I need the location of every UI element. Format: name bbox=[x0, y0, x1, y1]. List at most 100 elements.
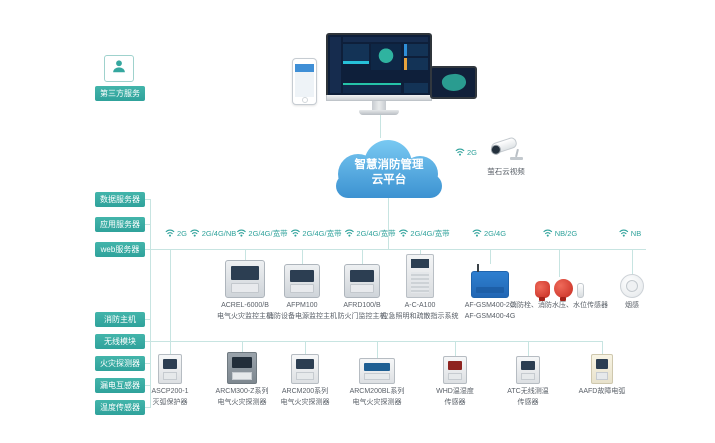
temp-humidity-sensor-icon bbox=[412, 346, 498, 384]
device-desc: 应急照明和疏散指示系统 bbox=[381, 312, 459, 320]
device-model: AFRD100/B bbox=[343, 302, 381, 309]
device-node-aafd: AAFD故障电弧 bbox=[559, 346, 645, 398]
device-illustration bbox=[227, 352, 257, 384]
connection-label: NB bbox=[619, 228, 641, 239]
monitor-stand bbox=[372, 101, 386, 110]
connection-label: 2G/4G/宽带 bbox=[398, 228, 450, 239]
wifi-signal-icon bbox=[455, 147, 465, 158]
cloud-shape bbox=[336, 140, 442, 198]
connection-label: 2G/4G/宽带 bbox=[290, 228, 342, 239]
device-desc: 电气火灾探测器 bbox=[280, 398, 330, 406]
device-node-aca100: A-C-A100 应急照明和疏散指示系统 bbox=[377, 252, 463, 322]
device-illustration bbox=[291, 354, 319, 384]
connection-label-text: NB/2G bbox=[554, 229, 578, 238]
dashboard-widget bbox=[404, 58, 428, 70]
camera-base bbox=[510, 157, 523, 160]
connector-line bbox=[145, 319, 150, 320]
smoke-detector-icon bbox=[589, 252, 675, 298]
device-desc: 烟感 bbox=[625, 302, 639, 309]
connection-label: 2G/4G/NB bbox=[190, 228, 237, 239]
phone-screen bbox=[295, 64, 314, 72]
device-node-smoke: 烟感 bbox=[589, 252, 675, 312]
device-model: A-C-A100 bbox=[404, 302, 436, 309]
device-node-afrd100: AFRD100/B 防火门监控主机 bbox=[319, 252, 405, 322]
monitor-screen bbox=[326, 33, 432, 95]
gsm-gateway-icon bbox=[447, 252, 533, 298]
connector-line bbox=[377, 341, 378, 358]
connection-label: 2G bbox=[165, 228, 187, 239]
connector-line bbox=[150, 199, 151, 408]
device-node-ascp200: ASCP200-1 灭弧保护器 bbox=[127, 346, 213, 408]
connector-line bbox=[528, 341, 529, 356]
label-wireless-module: 无线模块 bbox=[95, 334, 145, 349]
connector-line bbox=[490, 249, 491, 264]
device-node-afpm100: AFPM100 消防设备电源监控主机 bbox=[259, 252, 345, 322]
connection-label: 2G/4G/宽带 bbox=[236, 228, 288, 239]
wireless-temp-sensor-icon bbox=[485, 346, 571, 384]
hydrant-icon bbox=[534, 281, 550, 298]
device-desc: 电气火灾监控主机 bbox=[217, 312, 273, 320]
device-model: ARCM200系列 bbox=[281, 388, 329, 395]
bus-line-upper bbox=[150, 249, 646, 250]
device-node-atc: ATC无线测温 传感器 bbox=[485, 346, 571, 408]
device-illustration bbox=[344, 264, 380, 298]
device-illustration bbox=[158, 354, 182, 384]
connection-label-text: 2G/4G/宽带 bbox=[302, 229, 342, 238]
device-desc: 消防设备电源监控主机 bbox=[267, 312, 337, 320]
water-level-sensor-icon bbox=[576, 283, 584, 298]
connector-line bbox=[380, 114, 381, 138]
connection-label: 2G/4G/宽带 bbox=[344, 228, 396, 239]
connection-label: NB/2G bbox=[543, 228, 578, 239]
device-model: ARCM200BL系列 bbox=[349, 388, 405, 395]
connection-label-text: 2G bbox=[176, 229, 188, 238]
camera-connection-label: 2G bbox=[455, 147, 477, 158]
connector-line bbox=[455, 341, 456, 356]
cctv-camera-icon bbox=[484, 134, 526, 164]
cloud-platform: 智慧消防管理 云平台 bbox=[322, 136, 456, 200]
fire-door-host-icon bbox=[319, 252, 405, 298]
device-node-arcm300z: ARCM300-Z系列 电气火灾探测器 bbox=[199, 346, 285, 408]
connection-label-text: 2G/4G/NB bbox=[201, 229, 237, 238]
connector-line bbox=[420, 249, 421, 255]
label-third-party-service: 第三方服务 bbox=[95, 86, 145, 101]
connection-label: 2G/4G bbox=[472, 228, 506, 239]
fire-hydrant-sensors-icon bbox=[516, 252, 602, 298]
connector-line bbox=[305, 341, 306, 354]
label-web-server: web服务器 bbox=[95, 242, 145, 257]
connector-line bbox=[245, 249, 246, 260]
cloud-title: 智慧消防管理 云平台 bbox=[322, 136, 456, 200]
device-desc: 传感器 bbox=[444, 398, 466, 406]
device-desc: 防火门监控主机 bbox=[337, 312, 387, 320]
wifi-signal-icon bbox=[165, 228, 175, 239]
dashboard-widget bbox=[404, 44, 428, 56]
person-icon bbox=[110, 57, 128, 80]
device-model: ARCM300-Z系列 bbox=[215, 388, 269, 395]
wifi-signal-icon bbox=[472, 228, 482, 239]
device-desc: AF-GSM400-4G bbox=[464, 312, 516, 320]
label-data-server: 数据服务器 bbox=[95, 192, 145, 207]
device-node-acrel6000: ACREL-6000/B 电气火灾监控主机 bbox=[202, 252, 288, 322]
electrical-fire-detector-icon bbox=[262, 346, 348, 384]
device-model: ACREL-6000/B bbox=[221, 302, 269, 309]
connector-line bbox=[145, 224, 150, 225]
bus-line-lower bbox=[150, 341, 602, 342]
device-node-gsm400: AF-GSM400-2G AF-GSM400-4G bbox=[447, 252, 533, 322]
cloud-title-line1: 智慧消防管理 bbox=[354, 159, 424, 172]
device-node-arcm200: ARCM200系列 电气火灾探测器 bbox=[262, 346, 348, 408]
device-illustration bbox=[443, 356, 467, 384]
wifi-signal-icon bbox=[344, 228, 354, 239]
tablet-icon bbox=[430, 66, 477, 99]
emergency-lighting-cabinet-icon bbox=[377, 252, 463, 298]
device-illustration bbox=[534, 278, 584, 298]
device-illustration bbox=[406, 254, 434, 298]
pressure-gauge-icon bbox=[553, 279, 573, 298]
electrical-fire-detector-icon bbox=[334, 346, 420, 384]
camera-body bbox=[489, 136, 519, 155]
connector-line bbox=[145, 249, 150, 250]
device-illustration bbox=[359, 358, 395, 384]
dashboard-widget bbox=[343, 37, 428, 42]
label-leakage-ct: 漏电互感器 bbox=[95, 378, 145, 393]
dashboard-widget bbox=[330, 37, 341, 93]
device-model: WHD温湿度 bbox=[436, 388, 474, 395]
cloud-title-line2: 云平台 bbox=[371, 174, 407, 186]
